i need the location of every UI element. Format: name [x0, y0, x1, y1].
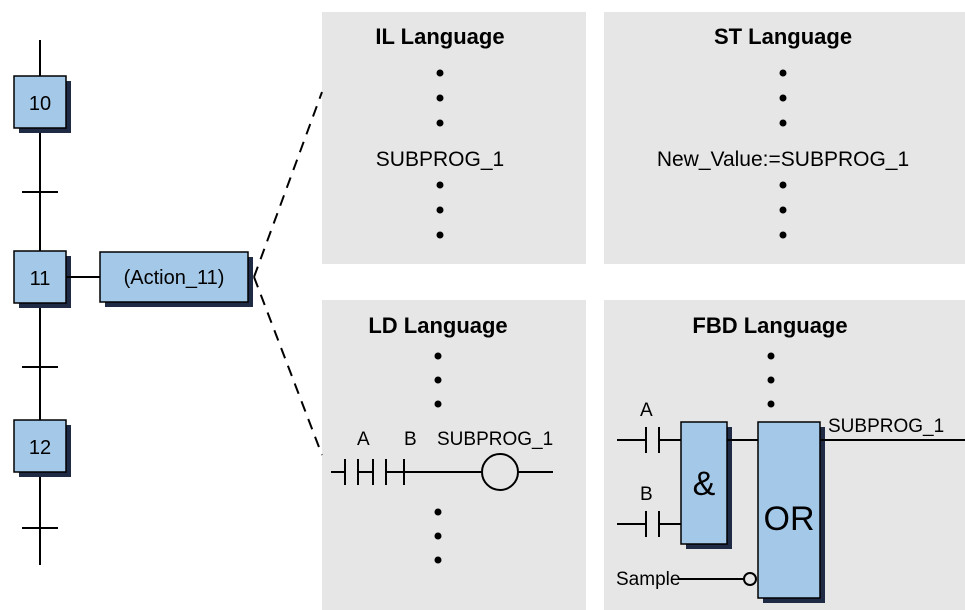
ellipsis-dot: [779, 206, 787, 214]
and-block[interactable]: &: [680, 421, 732, 549]
ellipsis-dot: [779, 119, 787, 127]
ellipsis-dot: [779, 181, 787, 189]
ld-title: LD Language: [368, 313, 507, 338]
step-number: 10: [29, 93, 51, 115]
or-block[interactable]: OR: [757, 421, 825, 603]
action-block[interactable]: (Action_11): [99, 251, 253, 307]
step-number: 12: [29, 437, 51, 459]
output-label: SUBPROG_1: [828, 416, 944, 437]
fbd-title: FBD Language: [692, 313, 847, 338]
ellipsis-dot: [779, 231, 787, 239]
ellipsis-dot: [767, 376, 775, 384]
st-panel: [604, 12, 965, 264]
dashed-connector-bottom: [253, 276, 323, 456]
action-label: (Action_11): [124, 267, 225, 289]
il-code: SUBPROG_1: [376, 148, 504, 171]
ld-language-panel: LD Language A B SUBPROG_1: [331, 313, 553, 564]
sfc-chart: 10 11 12 (Action_11): [13, 40, 253, 565]
st-language-panel: ST Language New_Value:=SUBPROG_1: [657, 24, 909, 239]
ellipsis-dot: [434, 352, 442, 360]
dashed-connector-top: [253, 91, 323, 278]
step-number: 11: [30, 268, 51, 290]
coil-label: SUBPROG_1: [437, 429, 553, 450]
contact-a-label: A: [357, 429, 370, 450]
sample-input-label: Sample: [616, 569, 680, 590]
ellipsis-dot: [436, 119, 444, 127]
ellipsis-dot: [436, 181, 444, 189]
ellipsis-dot: [436, 206, 444, 214]
st-code: New_Value:=SUBPROG_1: [657, 148, 909, 171]
ld-panel: [322, 300, 586, 610]
il-panel: [322, 12, 586, 264]
ellipsis-dot: [434, 400, 442, 408]
negation-circle: [743, 572, 757, 586]
il-language-panel: IL Language SUBPROG_1: [375, 24, 505, 239]
step-10[interactable]: 10: [13, 75, 71, 133]
input-b-label: B: [640, 484, 653, 505]
ellipsis-dot: [436, 69, 444, 77]
step-12[interactable]: 12: [13, 419, 71, 477]
and-block-symbol: &: [693, 465, 716, 503]
ellipsis-dot: [767, 352, 775, 360]
or-block-label: OR: [764, 500, 815, 538]
ellipsis-dot: [436, 231, 444, 239]
ellipsis-dot: [434, 508, 442, 516]
contact-b-label: B: [404, 429, 417, 450]
ellipsis-dot: [767, 400, 775, 408]
step-11[interactable]: 11: [13, 250, 71, 308]
il-title: IL Language: [375, 24, 504, 49]
fbd-language-panel: FBD Language A B & Sample O: [616, 313, 965, 603]
st-title: ST Language: [714, 24, 852, 49]
ellipsis-dot: [434, 376, 442, 384]
ellipsis-dot: [779, 69, 787, 77]
ellipsis-dot: [434, 556, 442, 564]
ellipsis-dot: [436, 94, 444, 102]
ellipsis-dot: [779, 94, 787, 102]
ellipsis-dot: [434, 532, 442, 540]
input-a-label: A: [640, 400, 653, 421]
